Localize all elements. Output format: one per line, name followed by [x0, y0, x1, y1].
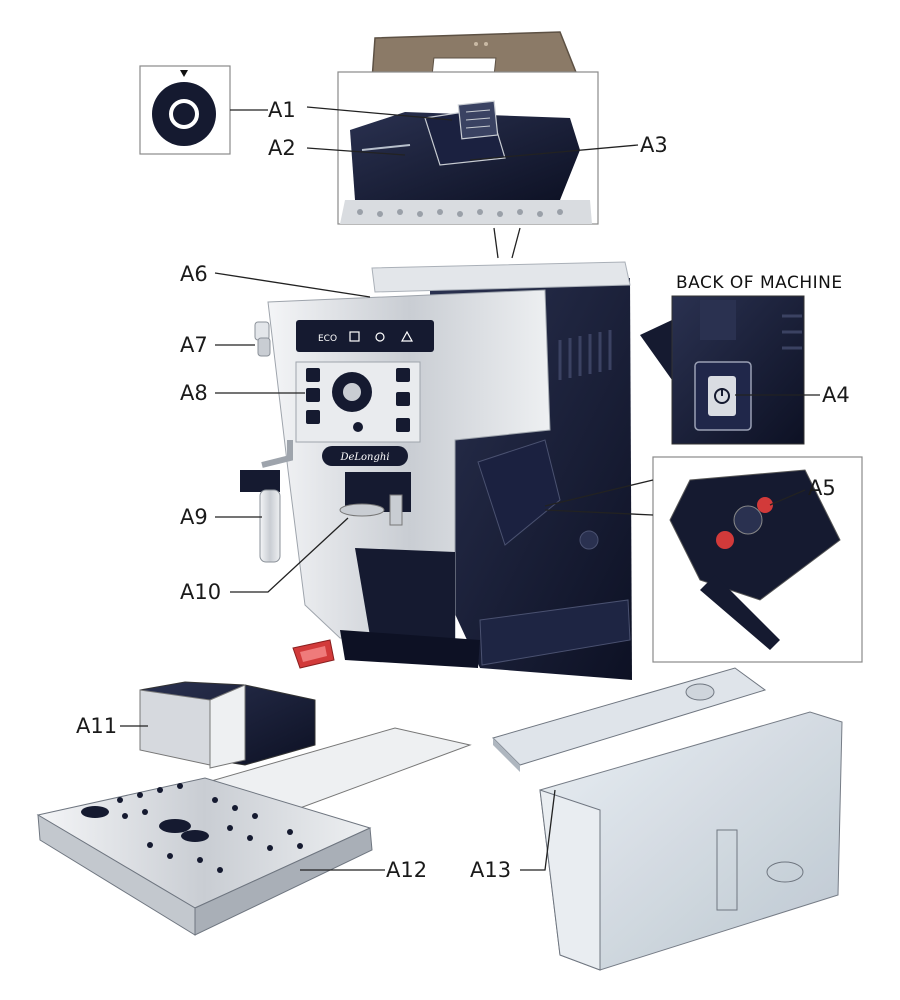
callout-a13: A13: [470, 858, 511, 882]
side-vents: [558, 330, 612, 380]
brand-logo: DeLonghi: [339, 452, 389, 463]
callout-a6: A6: [180, 262, 208, 286]
main-power-switch: [694, 361, 752, 431]
callout-a10: A10: [180, 580, 221, 604]
grind-knob-inset: [139, 65, 231, 155]
ground-coffee-funnel: [424, 100, 506, 166]
callout-a9: A9: [180, 505, 208, 529]
callout-a1: A1: [268, 98, 296, 122]
callout-a8: A8: [180, 381, 208, 405]
callout-a2: A2: [268, 136, 296, 160]
steam-wand: [240, 440, 293, 563]
back-of-machine-inset: BACK OF MACHINE: [640, 273, 843, 445]
coffee-grounds-container: [139, 681, 316, 769]
coffee-strength-dial: [332, 372, 372, 412]
bean-container-inset: [337, 71, 599, 225]
callout-labels: A1 A2 A3 A4 A5 A6 A7 A8 A9 A10 A11 A12 A…: [76, 98, 850, 882]
coffee-machine-body: ECO DeLonghi: [240, 261, 632, 680]
callout-a5: A5: [808, 476, 836, 500]
water-tank: [492, 667, 843, 971]
callout-a3: A3: [640, 133, 668, 157]
callout-a11: A11: [76, 714, 117, 738]
panel-indicator-icons: [349, 330, 414, 342]
callout-a7: A7: [180, 333, 208, 357]
drip-tray: [36, 727, 472, 936]
back-of-machine-caption: BACK OF MACHINE: [676, 273, 843, 293]
steam-knob: [254, 321, 271, 357]
grinder-vent-dots: [357, 209, 563, 217]
leader-lines: [120, 106, 820, 871]
brew-unit-inset: [652, 456, 863, 663]
callout-a4: A4: [822, 383, 850, 407]
callout-a12: A12: [386, 858, 427, 882]
red-drip-insert: [292, 639, 335, 669]
eco-label: ECO: [318, 334, 337, 344]
